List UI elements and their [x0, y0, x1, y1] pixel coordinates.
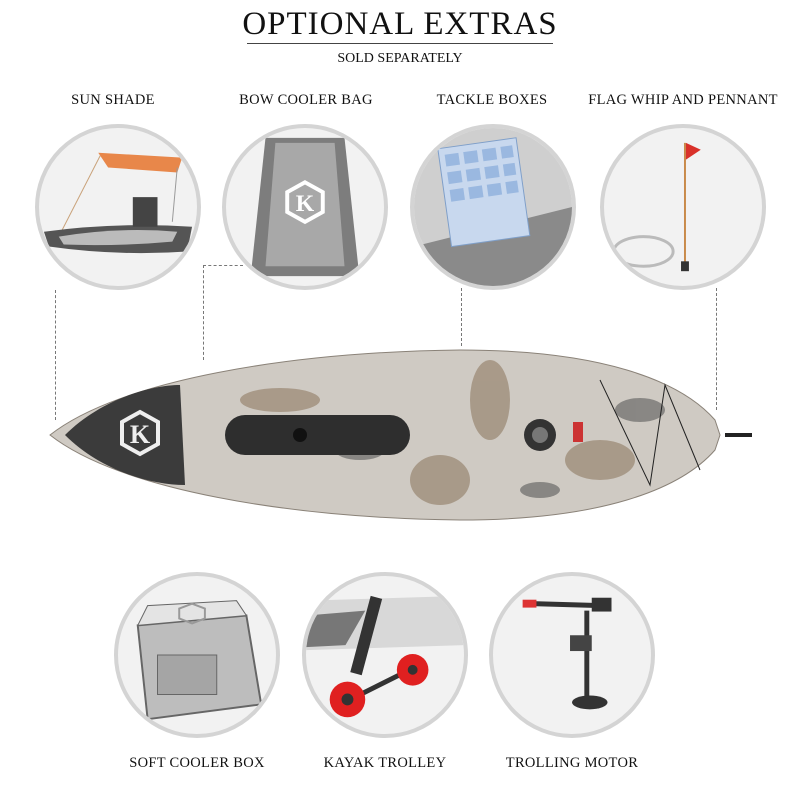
page-title: OPTIONAL EXTRAS — [242, 6, 558, 42]
connector-line — [203, 265, 204, 360]
trolling-motor-image — [489, 572, 655, 738]
label-flag-whip: FLAG WHIP AND PENNANT — [588, 92, 778, 108]
connector-line — [461, 288, 462, 346]
kayak-top-view-image: K — [49, 349, 752, 521]
kayak-trolley-image — [302, 572, 468, 738]
label-soft-cooler-box: SOFT COOLER BOX — [129, 755, 265, 771]
connector-line — [203, 265, 243, 266]
svg-text:K: K — [130, 420, 151, 449]
label-trolling-motor: TROLLING MOTOR — [505, 755, 639, 771]
svg-text:K: K — [296, 191, 315, 217]
flag-whip-image — [600, 124, 766, 290]
label-kayak-trolley: KAYAK TROLLEY — [323, 755, 447, 771]
sun-shade-image — [35, 124, 201, 290]
label-sun-shade: SUN SHADE — [71, 92, 155, 108]
bow-cooler-bag-image: K — [222, 124, 388, 290]
soft-cooler-box-image — [114, 572, 280, 738]
connector-line — [716, 288, 717, 410]
tackle-boxes-image — [410, 124, 576, 290]
title-underline — [247, 43, 553, 44]
label-tackle-boxes: TACKLE BOXES — [436, 92, 548, 108]
page-subtitle: SOLD SEPARATELY — [337, 51, 463, 66]
connector-line — [55, 290, 56, 420]
label-bow-cooler-bag: BOW COOLER BAG — [239, 92, 373, 108]
